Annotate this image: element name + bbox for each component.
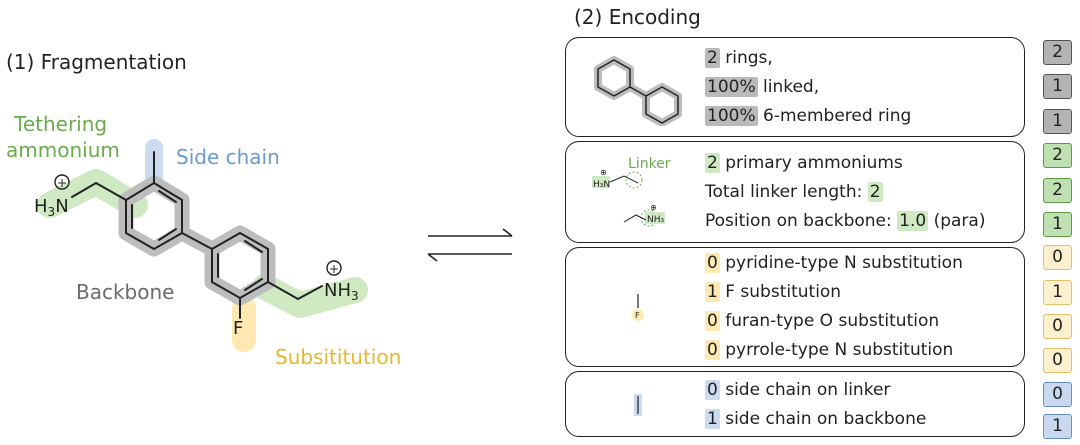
substitution-box: F 0 pyridine-type N substitution 1 F sub… — [565, 247, 1025, 367]
linker-icon-h3n: H₃N — [593, 180, 610, 190]
vector-cell-8: 1 — [1043, 280, 1072, 305]
linker-line-3: Position on backbone: 1.0 (para) — [705, 211, 986, 231]
left-n-bond — [71, 182, 97, 198]
rings-line-3: 100% 6-membered ring — [705, 106, 912, 126]
biphenyl-icon — [594, 56, 682, 126]
substitution-label: Subsititution — [275, 345, 402, 369]
plus-charge-left — [54, 174, 70, 190]
vector-cell-1: 2 — [1043, 40, 1072, 65]
ring1-double-bond-b — [158, 228, 177, 241]
linker-icon-nh3: NH₃ — [647, 215, 665, 225]
side-chain-label: Side chain — [176, 145, 280, 169]
vector-cell-11: 0 — [1043, 382, 1072, 407]
rings-line-1: 2 rings, — [705, 48, 773, 68]
vector-cell-2: 1 — [1043, 74, 1072, 99]
svg-text:⊕: ⊕ — [600, 168, 607, 177]
substitution-line-2: 1 F substitution — [705, 282, 842, 302]
plus-charge-right — [326, 260, 342, 276]
svg-text:⊕: ⊕ — [650, 203, 657, 212]
biphenyl-link-bond — [181, 232, 213, 250]
right-n-bond — [297, 285, 323, 300]
side-chain-icon — [634, 394, 642, 416]
fluorine-icon: F — [632, 294, 644, 321]
fragmentation-title: (1) Fragmentation — [6, 50, 187, 74]
plus-sign-right: + — [329, 262, 339, 276]
ring1-double-bond-a — [158, 190, 177, 203]
sidechain-box: 0 side chain on linker 1 side chain on b… — [565, 371, 1025, 437]
right-ch2-bond — [267, 281, 299, 300]
rings-line-2: 100% linked, — [705, 77, 820, 97]
backbone-label: Backbone — [76, 280, 175, 304]
nh3-right-label: NH3 — [324, 280, 359, 303]
linker-box: Linker H₃N ⊕ NH₃ ⊕ 2 primary ammoniums T… — [565, 141, 1025, 243]
vector-cell-5: 2 — [1043, 178, 1072, 203]
substitution-line-4: 0 pyrrole-type N substitution — [705, 340, 954, 360]
tethering-label-line1: Tethering — [14, 112, 108, 136]
plus-sign-left: + — [57, 176, 67, 190]
vector-cell-9: 0 — [1043, 314, 1072, 339]
linker-line-2: Total linker length: 2 — [705, 182, 883, 202]
h3n-left-label: H3N — [34, 196, 69, 219]
encoding-title: (2) Encoding — [574, 5, 701, 29]
left-ch2-bond — [95, 182, 127, 201]
backbone-ring2-highlight — [204, 225, 276, 306]
linker-line-1: 2 primary ammoniums — [705, 153, 903, 173]
ring2-double-bond-b — [244, 278, 263, 291]
ring2-double-bond-a — [244, 240, 263, 253]
sidechain-line-1: 0 side chain on linker — [705, 380, 891, 400]
substitution-line-3: 0 furan-type O substitution — [705, 311, 940, 331]
vector-cell-10: 0 — [1043, 348, 1072, 373]
linker-icon-label: Linker — [628, 156, 671, 172]
fluorine-icon-label: F — [635, 311, 640, 320]
vector-cell-6: 1 — [1043, 212, 1072, 237]
fluorine-label: F — [233, 318, 243, 339]
equilibrium-arrows — [427, 228, 513, 262]
linker-icon: Linker H₃N ⊕ NH₃ ⊕ — [592, 156, 671, 227]
vector-cell-4: 2 — [1043, 143, 1072, 168]
rings-box: 2 rings, 100% linked, 100% 6-membered ri… — [565, 37, 1025, 137]
tethering-label-line2: ammonium — [6, 138, 120, 162]
vector-cell-12: 1 — [1043, 414, 1072, 439]
vector-cell-3: 1 — [1043, 109, 1072, 134]
molecule-diagram: H3N + NH3 + F — [34, 139, 513, 352]
sidechain-line-2: 1 side chain on backbone — [705, 409, 927, 429]
tether-right-highlight — [252, 274, 368, 318]
substitution-line-1: 0 pyridine-type N substitution — [705, 253, 963, 273]
vector-cell-7: 0 — [1043, 245, 1072, 270]
